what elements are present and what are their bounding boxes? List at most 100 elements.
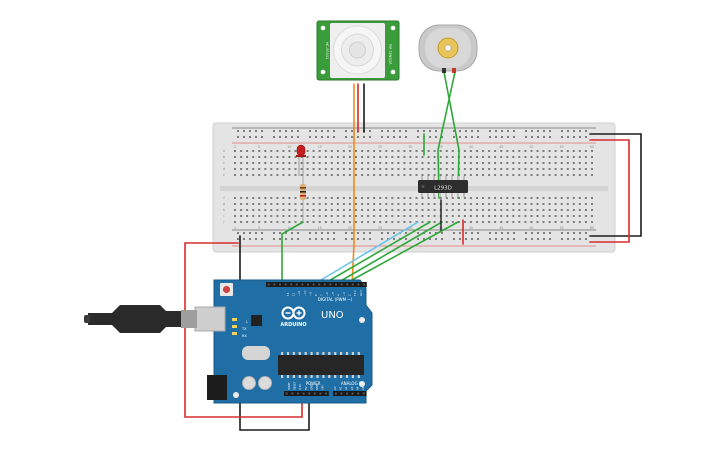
wire-green-led[interactable]: [281, 221, 304, 287]
analog-header-label: ANALOG IN: [341, 381, 363, 386]
digital-pin-label: 4: [336, 294, 340, 296]
resistor[interactable]: [300, 176, 306, 222]
breadboard-col-number-top: 10: [287, 145, 291, 149]
power-pin-label: 3.3V: [298, 384, 302, 390]
arduino-model: UNO: [321, 310, 344, 321]
breadboard-col-number-top: 45: [499, 145, 503, 149]
breadboard-row-letter: g: [223, 202, 225, 206]
l293d-driver-ic[interactable]: L293D: [418, 176, 468, 197]
analog-pin-label: A4: [355, 386, 359, 390]
breadboard-col-number-top: 30: [408, 145, 412, 149]
breadboard-col-number-bottom: 45: [499, 226, 503, 230]
breadboard-col-number-bottom: 1: [234, 226, 236, 230]
wire-green-signal-3[interactable]: [340, 221, 459, 287]
arduino-led-label-rx: RX: [242, 334, 247, 338]
wire-pir-orange[interactable]: [351, 83, 355, 287]
arduino-led-label-tx: TX: [241, 327, 247, 331]
digital-pin-label: ~3: [342, 292, 346, 296]
digital-header-label: DIGITAL (PWM ~): [318, 297, 353, 302]
analog-pin-label: A0: [333, 386, 337, 390]
breadboard-col-number-top: 40: [469, 145, 473, 149]
digital-pin-label: TX 1: [353, 290, 357, 296]
breadboard-col-number-bottom: 30: [408, 226, 412, 230]
dc-jack: [207, 375, 227, 400]
power-pin-label: 5V: [304, 386, 308, 390]
breadboard-col-number-top: 60: [590, 145, 594, 149]
pir-side-label-left: HC-SR501: [325, 42, 329, 59]
reset-button-cap[interactable]: [222, 285, 231, 294]
digital-pin-label: ~6: [325, 292, 329, 296]
breadboard-col-number-top: 15: [318, 145, 322, 149]
breadboard-row-letter: h: [223, 208, 225, 212]
breadboard: 1155101015152020252530303535404045455050…: [212, 122, 616, 253]
analog-pin-label: A2: [344, 386, 348, 390]
wire-green-signal-2[interactable]: [331, 221, 443, 287]
breadboard-col-number-top: 5: [258, 145, 260, 149]
wire-red-rail-right[interactable]: [589, 139, 630, 243]
power-header: [284, 391, 329, 396]
breadboard-row-letter: i: [224, 214, 225, 218]
breadboard-col-number-top: 1: [234, 145, 236, 149]
analog-pin-label: A1: [339, 386, 343, 390]
power-header-label: POWER: [306, 381, 321, 386]
breadboard-col-number-bottom: 50: [529, 226, 533, 230]
atmega-chip: [278, 355, 364, 375]
breadboard-row-letter: e: [223, 173, 225, 177]
digital-pin-label: RX 0: [359, 290, 363, 296]
breadboard-center-channel: [220, 186, 608, 191]
digital-header: [266, 282, 367, 287]
breadboard-row-letter: d: [223, 167, 225, 171]
arduino-uno[interactable]: ARDUINO UNO DIGITAL (PWM ~) POWER ANALOG…: [84, 279, 373, 404]
digital-pin-label: ~10: [303, 290, 307, 296]
breadboard-row-letter: c: [223, 161, 225, 165]
analog-pin-label: A3: [350, 386, 354, 390]
breadboard-col-number-bottom: 25: [378, 226, 382, 230]
power-pin-label: GND: [309, 384, 313, 390]
digital-pin-label: 13: [286, 292, 290, 296]
usb-cable: [88, 305, 181, 333]
breadboard-row-letter: a: [223, 149, 225, 153]
breadboard-col-number-bottom: 60: [590, 226, 594, 230]
breadboard-row-letter: f: [223, 196, 225, 200]
arduino-logo: [281, 306, 306, 320]
breadboard-holes: [234, 130, 593, 240]
breadboard-column-numbers: 1155101015152020252530303535404045455050…: [223, 145, 594, 230]
analog-pin-label: A5: [361, 386, 365, 390]
capacitor-2: [258, 376, 272, 390]
analog-header: [333, 391, 367, 396]
arduino-brand: ARDUINO: [280, 322, 306, 328]
pir-side-label-right: PIR SENSOR: [388, 44, 392, 65]
usb-chip: [251, 315, 262, 326]
crystal: [242, 346, 270, 360]
usb-port: [194, 306, 226, 332]
wire-green-signal-1[interactable]: [319, 221, 431, 287]
digital-pin-label: ~11: [297, 290, 301, 296]
led[interactable]: [296, 144, 306, 176]
wire-red-5v-left[interactable]: [184, 242, 303, 418]
breadboard-col-number-bottom: 55: [560, 226, 564, 230]
pir-sensor[interactable]: PIR SENSOR HC-SR501: [316, 20, 400, 81]
wires: [184, 71, 642, 431]
wire-blue-signal[interactable]: [310, 221, 419, 287]
digital-pin-label: 2: [348, 294, 352, 296]
usb-plug: [181, 310, 197, 328]
breadboard-col-number-bottom: 15: [318, 226, 322, 230]
power-pin-label: VIN: [321, 385, 325, 390]
breadboard-col-number-top: 50: [529, 145, 533, 149]
capacitor-1: [242, 376, 256, 390]
breadboard-col-number-top: 25: [378, 145, 382, 149]
l293d-label: L293D: [434, 186, 452, 192]
breadboard-col-number-bottom: 5: [258, 226, 260, 230]
wire-black-rail-right[interactable]: [589, 133, 642, 237]
digital-pin-label: 7: [320, 294, 324, 296]
breadboard-col-number-bottom: 20: [348, 226, 352, 230]
dc-motor[interactable]: [418, 24, 478, 73]
digital-pin-label: ~9: [308, 292, 312, 296]
digital-pin-label: 8: [314, 294, 318, 296]
breadboard-col-number-top: 20: [348, 145, 352, 149]
power-pin-label: RESET: [293, 381, 297, 390]
breadboard-col-number-top: 35: [439, 145, 443, 149]
power-pin-label: GND: [315, 384, 319, 390]
power-pin-label: IOREF: [287, 382, 291, 390]
